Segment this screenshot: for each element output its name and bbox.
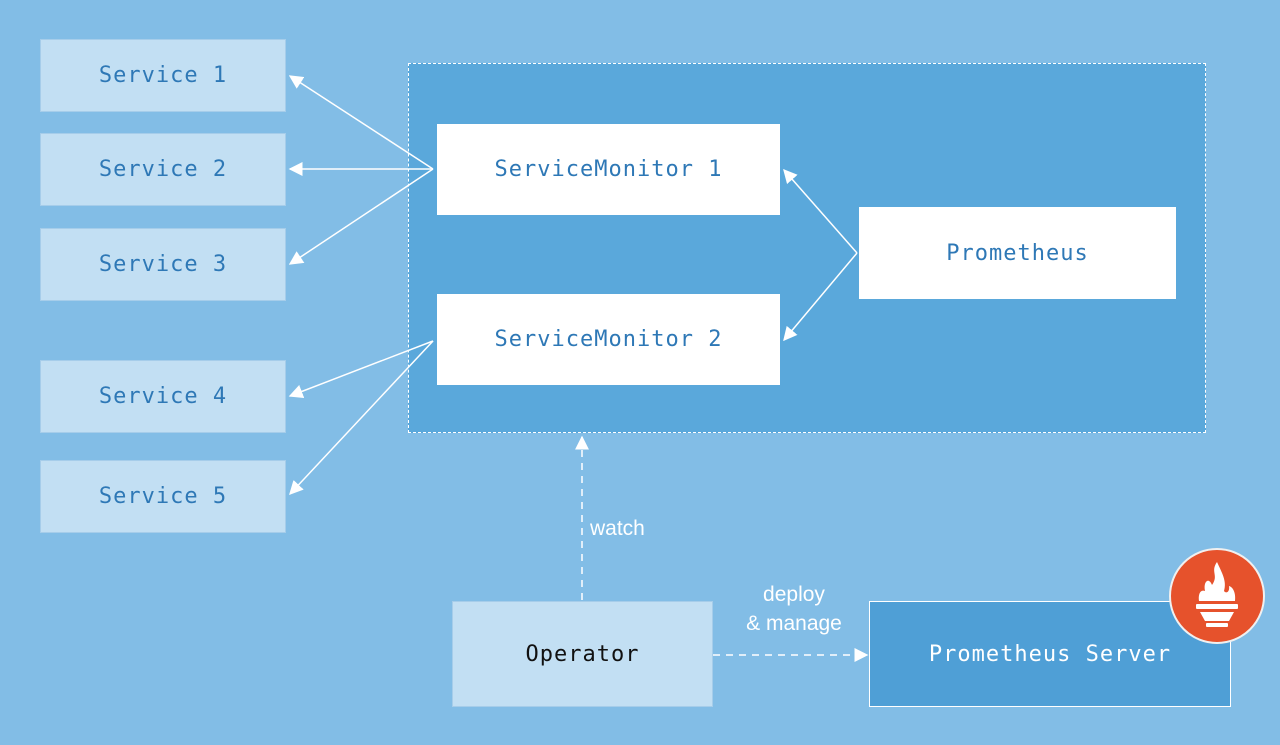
servicemonitor-2-node: ServiceMonitor 2 [437, 294, 780, 385]
edge-sm2-service4 [288, 340, 434, 399]
prometheus-torch-icon [1169, 548, 1265, 644]
watch-label: watch [590, 517, 645, 540]
edge-prometheus-sm1 [783, 168, 858, 254]
deploy-label: deploy [763, 583, 825, 606]
service-2-node: Service 2 [40, 133, 286, 206]
prometheus-node: Prometheus [859, 207, 1176, 299]
edge-prometheus-sm2 [783, 252, 858, 342]
operator-node: Operator [452, 601, 713, 707]
service-3-node: Service 3 [40, 228, 286, 301]
edge-sm2-service5 [289, 340, 434, 496]
deploy-manage-label: deploy & manage [724, 580, 864, 638]
manage-label: & manage [746, 612, 842, 635]
service-4-node: Service 4 [40, 360, 286, 433]
service-5-node: Service 5 [40, 460, 286, 533]
edge-sm1-service3 [288, 168, 434, 265]
prometheus-server-node: Prometheus Server [869, 601, 1231, 707]
servicemonitor-1-node: ServiceMonitor 1 [437, 124, 780, 215]
service-1-node: Service 1 [40, 39, 286, 112]
edge-sm1-service1 [288, 75, 434, 170]
